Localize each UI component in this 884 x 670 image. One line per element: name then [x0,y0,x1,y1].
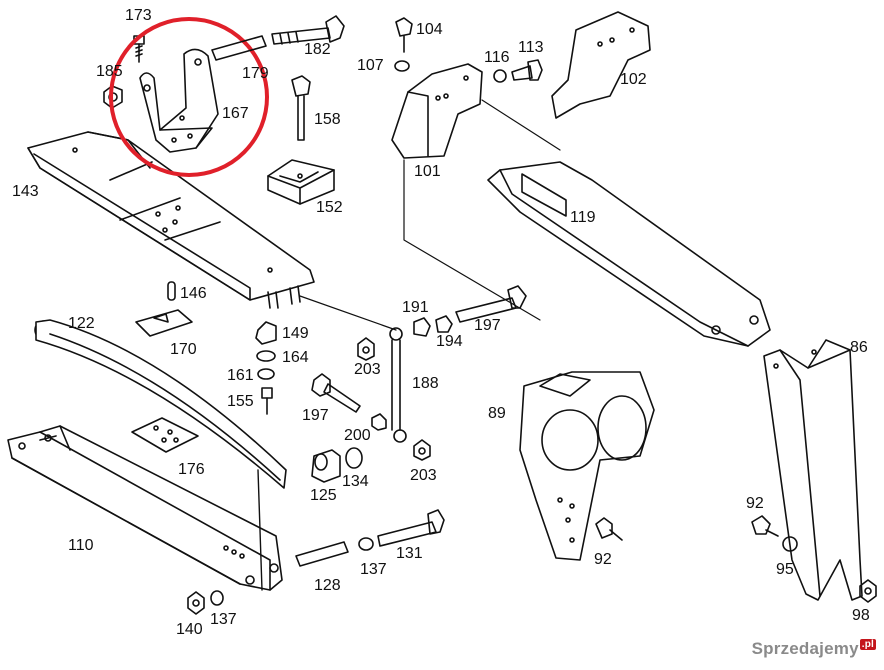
callout-146: 146 [180,285,207,302]
spacer-200 [371,413,387,431]
watermark-suffix: .pl [859,639,876,650]
screw-92 [595,517,623,541]
callout-86: 86 [850,339,868,356]
callout-110: 110 [68,537,94,554]
leader-line [299,295,397,331]
callout-116: 116 [484,49,510,66]
callout-173: 173 [125,7,152,24]
bolt-182 [271,15,345,45]
washer-164 [256,350,276,362]
nut-140 [187,591,205,615]
bolt-158 [291,75,311,141]
callout-152: 152 [316,199,343,216]
sleeve-128 [295,541,349,567]
callout-197-left: 197 [302,407,329,424]
callout-113: 113 [518,39,544,56]
callout-119: 119 [570,209,596,226]
callout-170: 170 [170,341,197,358]
callout-200: 200 [344,427,371,444]
lower-frame-110 [7,425,283,591]
washer-134 [345,447,363,469]
callout-122: 122 [68,315,95,332]
link-rod-188 [389,327,407,443]
callout-102: 102 [620,71,647,88]
housing-89 [519,371,655,561]
washer-107 [394,60,410,72]
spring-arm-122 [34,319,287,489]
callout-95: 95 [776,561,794,578]
screw-92b [751,515,779,537]
callout-149: 149 [282,325,309,342]
callout-98: 98 [852,607,870,624]
washer-95 [782,536,798,552]
callout-134: 134 [342,473,369,490]
callout-131: 131 [396,545,423,562]
side-rail-86 [763,339,863,601]
pin-146 [167,281,176,301]
callout-101: 101 [414,163,441,180]
callout-203-top: 203 [354,361,381,378]
leader-line-2 [403,159,541,321]
callout-158: 158 [314,111,341,128]
watermark-text: Sprzedajemy [751,639,859,658]
sleeve-179 [211,35,267,61]
callout-185: 185 [96,63,123,80]
washer-137 [358,537,374,551]
nut-98 [859,579,877,603]
callout-92-right: 92 [746,495,764,512]
callout-182: 182 [304,41,331,58]
bolt-131 [377,509,445,547]
bolt-113 [511,59,543,81]
callout-167: 167 [222,105,249,122]
callout-164: 164 [282,349,309,366]
bolt-104 [395,17,413,53]
bushing-125 [311,449,341,483]
plate-170 [135,309,193,337]
callout-128: 128 [314,577,341,594]
callout-197-right: 197 [474,317,501,334]
watermark: Sprzedajemy.pl [752,639,876,659]
rubber-mount-152 [267,159,335,205]
screw-155 [261,387,273,415]
callout-143: 143 [12,183,39,200]
spring-161 [257,368,275,380]
callout-137-left: 137 [210,611,237,628]
callout-137-right: 137 [360,561,387,578]
highlight-circle [109,17,269,177]
callout-92-center: 92 [594,551,612,568]
crossmember-beam-143 [27,131,315,309]
callout-89: 89 [488,405,506,422]
washer-137b [210,590,224,606]
nut-203b [413,439,431,461]
callout-104: 104 [416,21,443,38]
callout-161: 161 [227,367,254,384]
bracket-167 [139,48,219,153]
callout-188: 188 [412,375,439,392]
bolt-197b [455,285,527,323]
nut-203 [357,337,375,361]
bolt-197 [311,373,361,413]
callout-125: 125 [310,487,337,504]
bracket-101 [391,63,483,159]
callout-107: 107 [357,57,384,74]
bushing-149 [255,321,277,345]
callout-179: 179 [242,65,269,82]
callout-155: 155 [227,393,254,410]
leader-line-3 [481,99,561,151]
bracket-102 [551,11,651,119]
bushing-191 [413,317,431,337]
plate-176 [131,417,199,453]
frame-rail-119 [487,161,771,347]
callout-140: 140 [176,621,203,638]
washer-116 [493,69,507,83]
callout-191: 191 [402,299,429,316]
bushing-194 [435,315,453,333]
callout-194: 194 [436,333,463,350]
callout-203-bottom: 203 [410,467,437,484]
callout-176: 176 [178,461,205,478]
